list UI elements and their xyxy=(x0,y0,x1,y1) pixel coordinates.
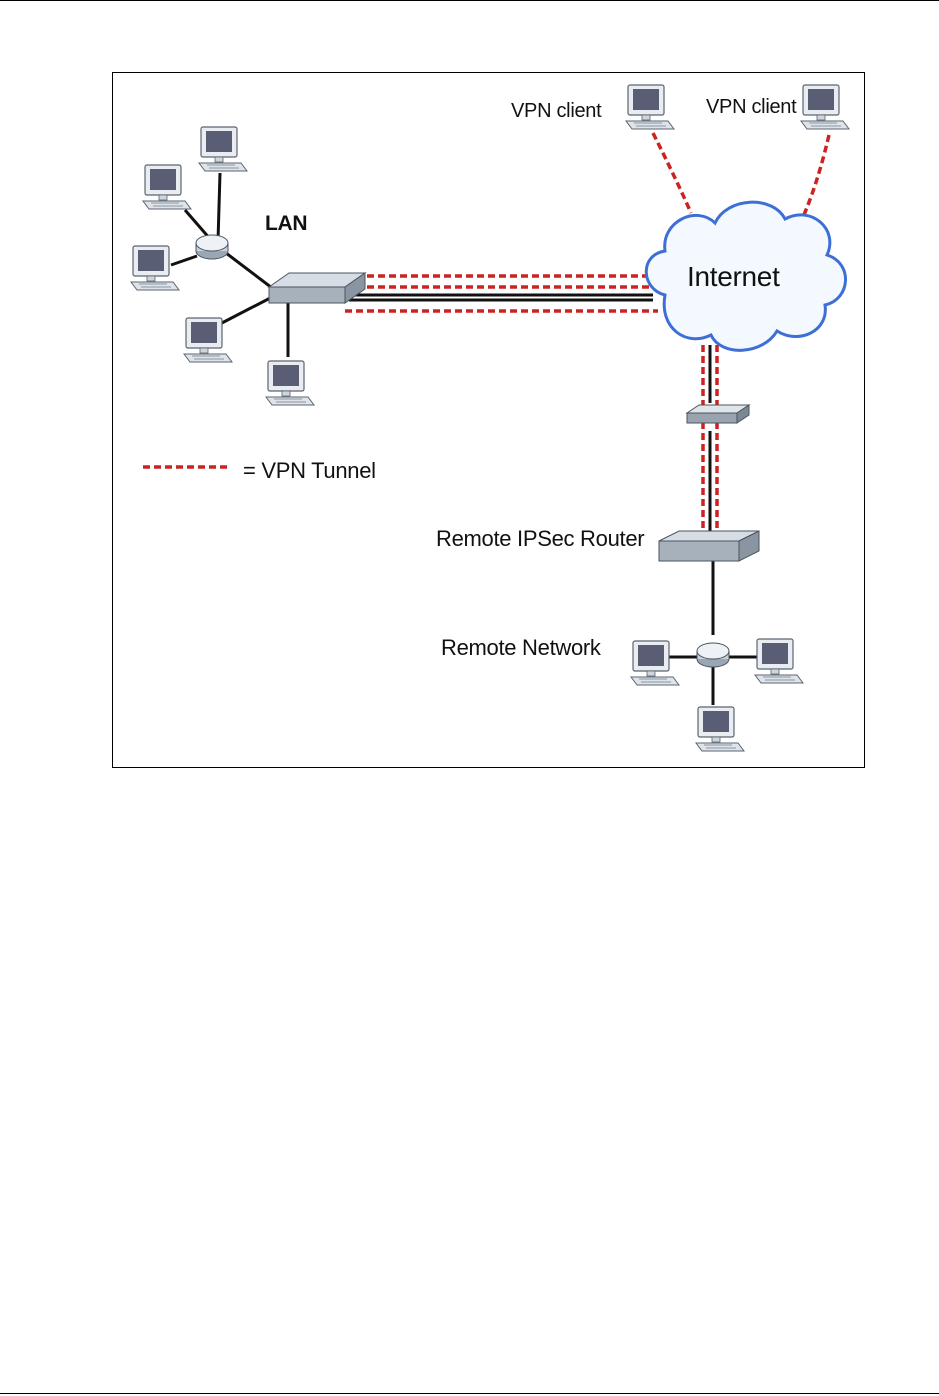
computer-icon xyxy=(695,706,745,752)
hub-icon xyxy=(195,234,229,260)
internet-cloud xyxy=(644,200,847,352)
remote-router-label: Remote IPSec Router xyxy=(436,526,645,551)
remote-ipsec-router xyxy=(658,530,760,562)
router-icon xyxy=(658,530,760,562)
lan-computer-4 xyxy=(183,317,233,363)
vpn-client-label-2: VPN client xyxy=(706,96,797,118)
lan-hub xyxy=(195,234,229,260)
lan-computer-5 xyxy=(265,360,315,406)
diagram-canvas xyxy=(130,84,850,752)
lan-computer-1 xyxy=(198,126,248,172)
computer-icon xyxy=(198,126,248,172)
remote-computer-2 xyxy=(754,638,804,684)
lan-label: LAN xyxy=(265,212,308,235)
local-router xyxy=(267,272,367,304)
remote-computer-1 xyxy=(630,640,680,686)
cloud-icon xyxy=(644,200,847,352)
remote-network-label: Remote Network xyxy=(441,635,601,660)
vpn-network-diagram: VPN client VPN client LAN Internet = VPN… xyxy=(112,72,865,768)
vpn-client-label-1: VPN client xyxy=(511,100,602,122)
computer-icon xyxy=(130,245,180,291)
page-top-rule xyxy=(0,0,939,1)
router-icon xyxy=(267,272,367,304)
legend-label: = VPN Tunnel xyxy=(243,458,376,483)
hub-icon xyxy=(696,642,730,668)
computer-icon xyxy=(142,164,192,210)
remote-hub xyxy=(696,642,730,668)
lan-computer-2 xyxy=(142,164,192,210)
computer-icon xyxy=(754,638,804,684)
vpn-client-computer-1 xyxy=(625,84,675,130)
lan-computer-3 xyxy=(130,245,180,291)
modem xyxy=(685,404,751,424)
page-bottom-rule xyxy=(0,1393,939,1394)
vpn-client-computer-2 xyxy=(800,84,850,130)
computer-icon xyxy=(800,84,850,130)
remote-computer-3 xyxy=(695,706,745,752)
computer-icon xyxy=(625,84,675,130)
lan-links xyxy=(170,172,758,705)
internet-label: Internet xyxy=(687,261,780,292)
modem-icon xyxy=(685,404,751,424)
computer-icon xyxy=(630,640,680,686)
computer-icon xyxy=(265,360,315,406)
computer-icon xyxy=(183,317,233,363)
